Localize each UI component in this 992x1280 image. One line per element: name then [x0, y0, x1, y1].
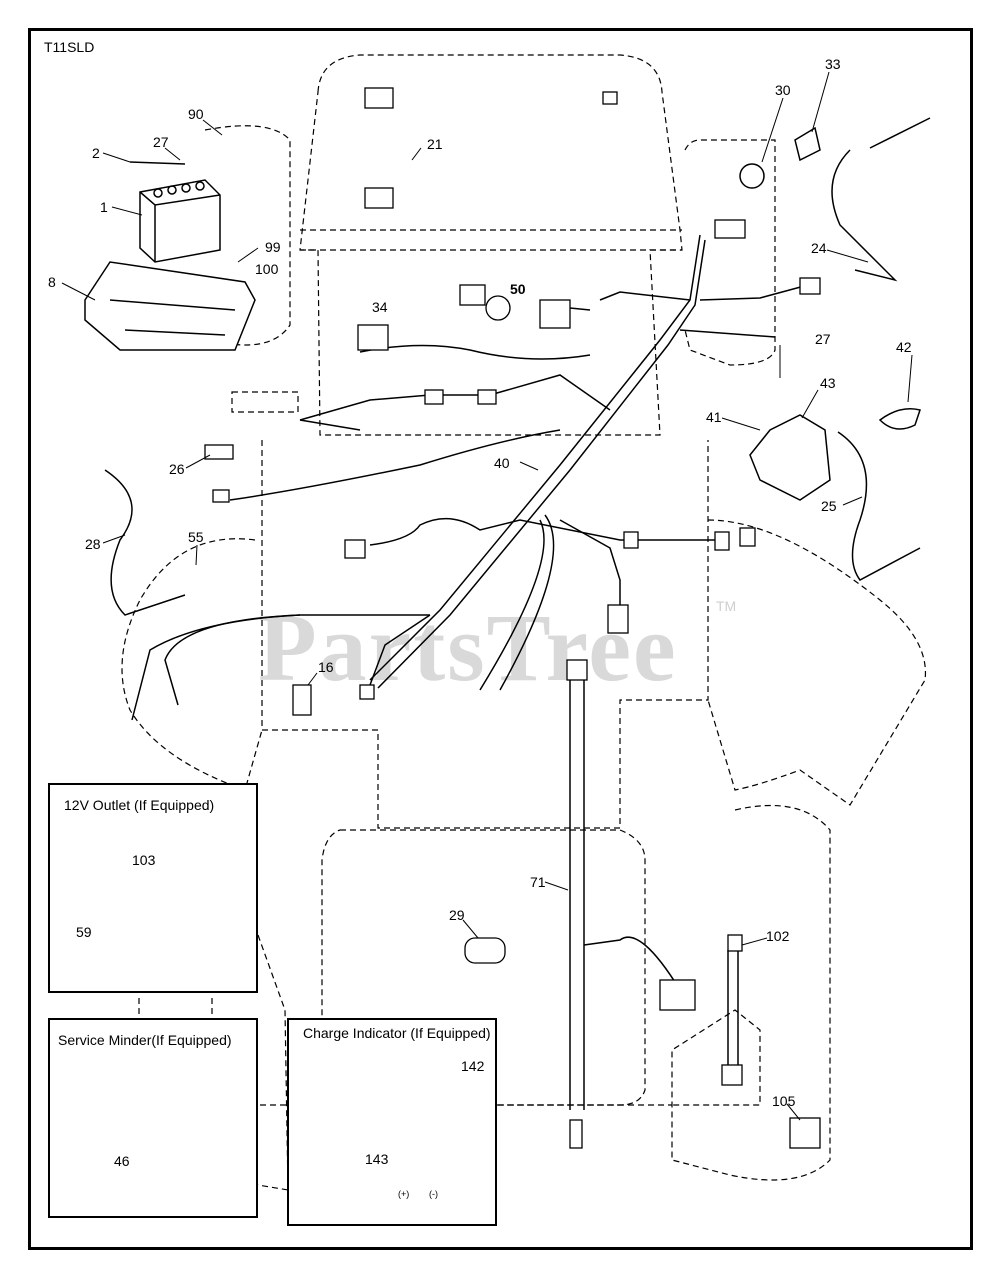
relay-102 — [727, 950, 739, 1070]
callout-41: 41 — [706, 409, 722, 425]
sensor-50 — [459, 284, 486, 306]
callout-29: 29 — [449, 907, 465, 923]
battery-area — [204, 125, 291, 346]
dash-area — [261, 440, 709, 829]
diagram-frame — [28, 28, 973, 1250]
callout-50: 50 — [510, 281, 526, 297]
cable-28 — [104, 469, 186, 616]
callout-25: 25 — [821, 498, 837, 514]
callout-33: 33 — [825, 56, 841, 72]
switch-29 — [464, 937, 506, 964]
callout-55: 55 — [188, 529, 204, 545]
battery-body — [139, 179, 221, 263]
terminal-boot — [878, 408, 921, 430]
ignition-area — [684, 139, 776, 366]
charge-plus-label: (+) — [398, 1189, 410, 1199]
callout-40: 40 — [494, 455, 510, 471]
callout-27a: 27 — [153, 134, 169, 150]
model-label: T11SLD — [44, 39, 95, 55]
battery-tray — [84, 261, 256, 351]
callout-34: 34 — [372, 299, 388, 315]
watermark: PartsTree — [258, 594, 678, 701]
cable-25 — [837, 431, 921, 581]
callout-102: 102 — [766, 928, 790, 944]
connector-21b — [364, 187, 394, 209]
callout-142: 142 — [461, 1058, 485, 1074]
callout-21: 21 — [427, 136, 443, 152]
callout-99: 99 — [265, 239, 281, 255]
left-fender — [121, 538, 263, 791]
charge-minus-label: (-) — [429, 1189, 438, 1199]
harness-40 — [369, 234, 701, 681]
callout-100: 100 — [255, 261, 279, 277]
callout-28: 28 — [85, 536, 101, 552]
callout-43: 43 — [820, 375, 836, 391]
callout-105: 105 — [772, 1093, 796, 1109]
key — [794, 126, 821, 162]
callout-103: 103 — [132, 852, 156, 868]
inset-charge-indicator: Charge Indicator (If Equipped) — [287, 1018, 497, 1226]
switch-34 — [357, 324, 389, 351]
inset-charge-indicator-title: Charge Indicator (If Equipped) — [303, 1025, 491, 1041]
callout-26: 26 — [169, 461, 185, 477]
callout-90: 90 — [188, 106, 204, 122]
callout-2: 2 — [92, 145, 100, 161]
callout-1: 1 — [100, 199, 108, 215]
inset-12v-outlet: 12V Outlet (If Equipped) — [48, 783, 258, 993]
connector-16 — [292, 684, 312, 716]
inset-service-minder-title: Service Minder(If Equipped) — [58, 1032, 232, 1048]
relay-105 — [789, 1117, 821, 1149]
callout-27b: 27 — [815, 331, 831, 347]
callout-143: 143 — [365, 1151, 389, 1167]
cable-24 — [831, 149, 898, 282]
callout-46: 46 — [114, 1153, 130, 1169]
right-fender — [707, 519, 927, 806]
solenoid — [749, 414, 831, 501]
callout-59: 59 — [76, 924, 92, 940]
hood-band — [300, 229, 682, 251]
harness-71 — [569, 680, 585, 1110]
right-rear-area — [671, 804, 831, 1181]
connector-21a — [364, 87, 394, 109]
inset-service-minder: Service Minder(If Equipped) — [48, 1018, 258, 1218]
callout-16: 16 — [318, 659, 334, 675]
fuse-26 — [204, 444, 234, 460]
callout-71: 71 — [530, 874, 546, 890]
callout-30: 30 — [775, 82, 791, 98]
hood-outline — [299, 54, 683, 436]
ignition-switch — [739, 163, 765, 189]
callout-42: 42 — [896, 339, 912, 355]
callout-24: 24 — [811, 240, 827, 256]
inset-12v-outlet-title: 12V Outlet (If Equipped) — [64, 797, 215, 813]
callout-8: 8 — [48, 274, 56, 290]
watermark-trademark: TM — [716, 598, 737, 614]
